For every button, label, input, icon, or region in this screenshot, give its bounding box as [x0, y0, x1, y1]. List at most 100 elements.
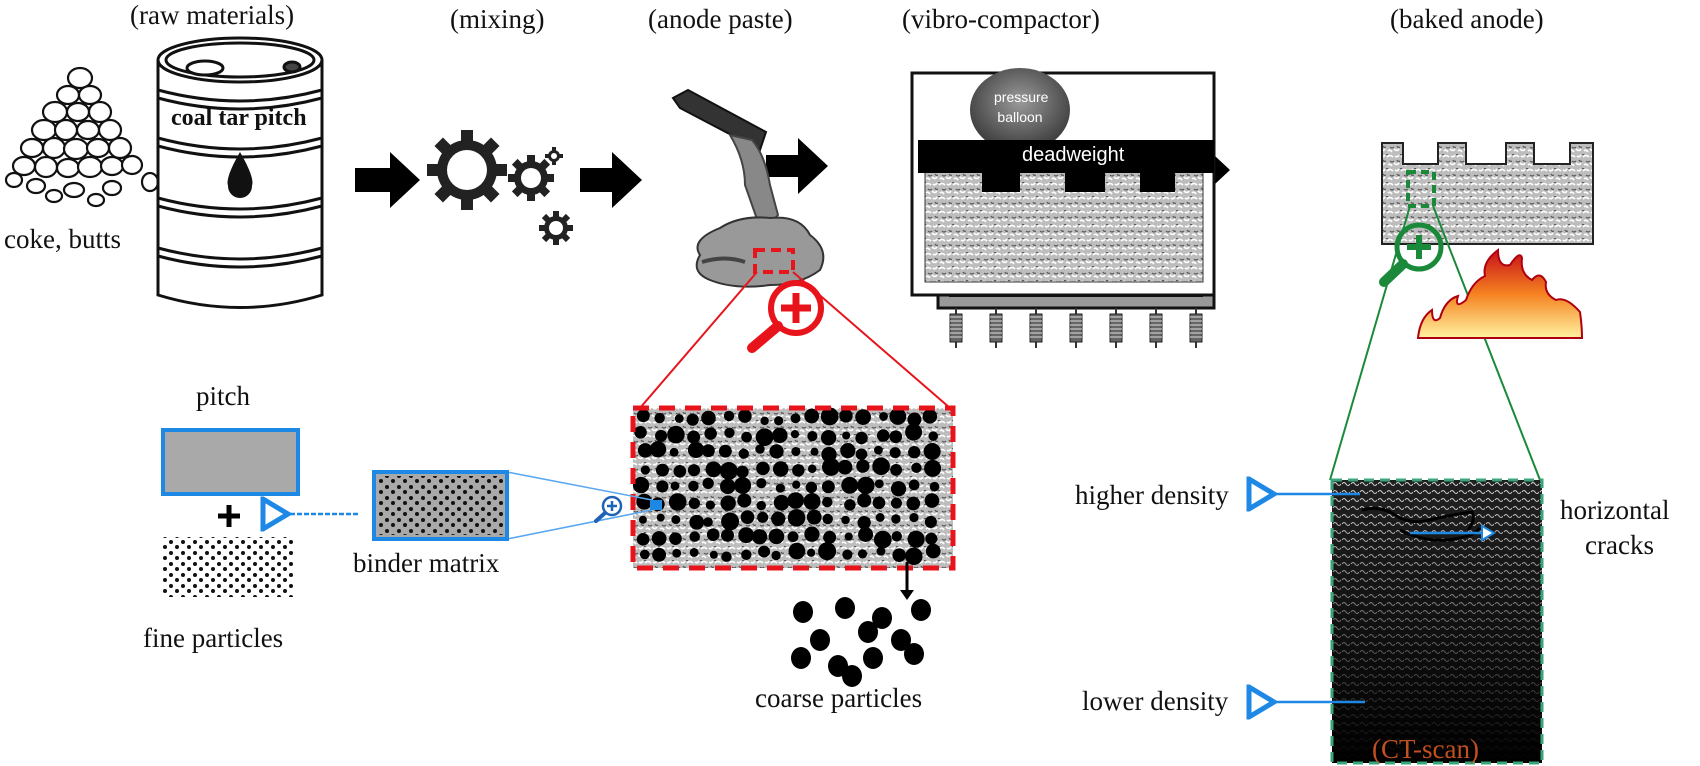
coarse-particle: [639, 549, 650, 560]
coarse-particle: [775, 483, 786, 493]
spring-icon: [1189, 308, 1203, 348]
coarse-particle: [640, 465, 650, 475]
binder-matrix-dots: [378, 476, 503, 535]
coarse-particle: [704, 427, 717, 440]
green-magnifier-icon[interactable]: [1379, 222, 1444, 287]
coarse-particle: [771, 550, 781, 561]
coarse-particle: [758, 545, 771, 558]
pressure-balloon-label-1: pressure: [994, 89, 1049, 105]
coarse-particle: [701, 444, 715, 458]
coarse-particle: [636, 493, 653, 510]
anode-zoom-region: [1406, 170, 1436, 208]
coarse-particle: [771, 511, 786, 526]
coarse-particle: [907, 530, 925, 548]
coarse-particle: [803, 493, 821, 510]
coarse-particle: [773, 494, 790, 511]
coarse-extract-arrow-icon: [900, 562, 914, 600]
coarse-particle: [756, 478, 767, 489]
coarse-particle: [807, 548, 816, 557]
horizontal-cracks-label-2: cracks: [1585, 530, 1654, 560]
coarse-particle: [835, 597, 855, 619]
coarse-particle: [905, 423, 923, 441]
coarse-particle: [823, 530, 837, 544]
coarse-particle: [855, 431, 868, 445]
plus-icon: [218, 505, 240, 527]
green-zoom-lines: [1329, 205, 1541, 481]
coarse-particle: [889, 430, 903, 444]
coarse-particle: [872, 607, 892, 629]
coarse-particle: [736, 465, 749, 479]
coarse-particle: [929, 481, 940, 492]
coarse-particle: [688, 497, 701, 510]
coarse-particle: [787, 531, 799, 543]
ct-scan-image: [1330, 478, 1544, 765]
coarse-particle: [768, 528, 785, 545]
coarse-particle: [637, 443, 653, 458]
coarse-particle: [793, 601, 813, 623]
coarse-particle: [687, 441, 705, 459]
coarse-particle: [810, 629, 830, 651]
coarse-particle: [911, 462, 922, 473]
coarse-particle: [689, 547, 699, 557]
coarse-particle: [924, 493, 940, 508]
coarse-particle: [751, 529, 768, 545]
pressure-balloon: [970, 68, 1070, 152]
coarse-particle: [907, 412, 922, 427]
coarse-particle: [674, 414, 684, 423]
coarse-particle: [891, 514, 901, 524]
coarse-particle: [890, 481, 907, 497]
coarse-particle: [772, 461, 789, 477]
binder-zoom-region: [650, 500, 662, 510]
coarse-particle: [858, 526, 874, 543]
coarse-particle: [757, 511, 769, 523]
coarse-particle: [721, 512, 740, 531]
coarse-particle: [787, 492, 804, 509]
coarse-particles-in-paste: [632, 407, 942, 566]
coarse-particle: [874, 479, 884, 489]
coarse-particle: [904, 643, 924, 665]
higher-density-label: higher density: [1075, 480, 1229, 510]
gears-icon: [427, 130, 573, 245]
coarse-particle: [705, 500, 715, 510]
ct-scan-caption: (CT-scan): [1372, 734, 1479, 764]
red-zoom-lines: [639, 271, 951, 409]
coarse-particle: [734, 476, 752, 494]
coarse-particle: [804, 526, 820, 542]
pitch-label: pitch: [196, 381, 250, 411]
paste-microstructure-frame: [630, 405, 956, 571]
coarse-particle: [855, 409, 871, 425]
coarse-particle: [821, 480, 835, 494]
coarse-particle: [872, 457, 890, 476]
coarse-particle: [925, 532, 938, 545]
coarse-particle: [652, 547, 667, 562]
coarse-particle: [669, 532, 682, 546]
coarse-particle: [760, 416, 769, 426]
spring-icon: [949, 308, 963, 348]
coarse-particle: [649, 441, 667, 458]
coarse-particle: [857, 549, 868, 559]
coarse-particle: [774, 416, 784, 426]
red-magnifier-icon[interactable]: [747, 280, 824, 353]
spring-icon: [1149, 308, 1163, 348]
vibro-compactor-icon: [910, 68, 1216, 310]
spring-icon: [989, 308, 1003, 348]
coarse-particle: [857, 493, 872, 508]
coarse-particle: [858, 621, 878, 643]
coarse-particle: [721, 551, 732, 562]
crack-line-1: [1361, 506, 1475, 531]
coarse-particle: [689, 531, 700, 542]
blue-magnifier-icon[interactable]: [594, 495, 623, 523]
coarse-particle: [740, 510, 755, 524]
coarse-particle: [842, 665, 862, 687]
coarse-particle: [634, 426, 647, 439]
spring-icon: [1069, 308, 1083, 348]
coarse-particle: [686, 413, 699, 426]
coarse-particle: [908, 446, 921, 459]
stage-title-mixing: (mixing): [450, 4, 545, 34]
coarse-particle: [822, 457, 840, 476]
coarse-particle: [804, 408, 820, 424]
coarse-particle: [670, 481, 680, 491]
stage-title-anode-paste: (anode paste): [648, 4, 793, 34]
coarse-particle: [840, 443, 856, 459]
